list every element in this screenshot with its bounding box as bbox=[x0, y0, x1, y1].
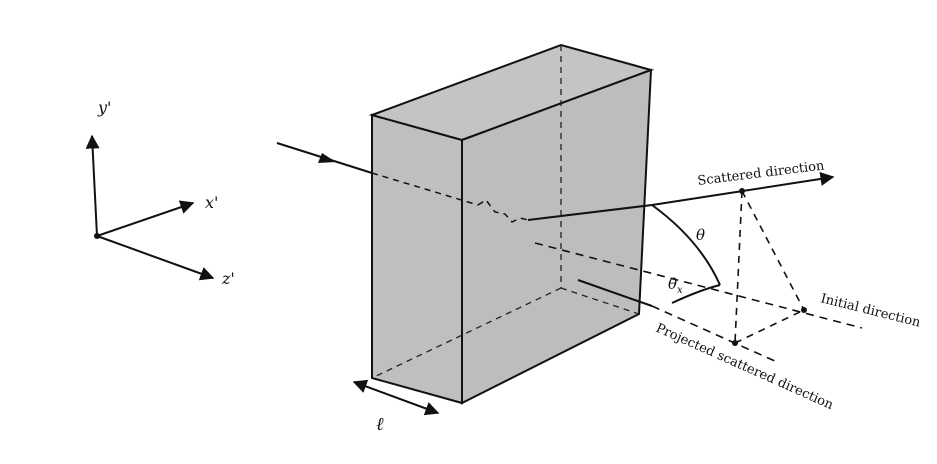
y-axis-label: y' bbox=[97, 98, 111, 117]
internal-path bbox=[371, 172, 529, 223]
slab-hidden-edges bbox=[371, 45, 640, 379]
incident-arrow-icon bbox=[318, 153, 336, 163]
thickness-label: ℓ bbox=[376, 414, 384, 435]
slab-front-face bbox=[371, 113, 463, 405]
scattered-direction-line bbox=[527, 204, 653, 221]
axes-origin bbox=[94, 233, 100, 239]
z-axis bbox=[96, 235, 215, 281]
y-axis bbox=[85, 134, 100, 237]
x-axis-label: x' bbox=[205, 193, 218, 212]
projected-direction-label: Projected scattered direction bbox=[653, 321, 836, 413]
initial-direction-line bbox=[534, 242, 863, 329]
projected-direction-dashed bbox=[651, 305, 778, 363]
theta-label: θ bbox=[696, 226, 705, 244]
scattered-direction-label: Scattered direction bbox=[697, 158, 826, 189]
theta-x-label: θx bbox=[668, 275, 683, 296]
coordinate-axes bbox=[85, 134, 215, 281]
projected-direction-line bbox=[577, 279, 653, 307]
z-axis-label: z' bbox=[221, 269, 235, 288]
x-axis bbox=[96, 200, 195, 237]
thickness-arrow bbox=[352, 379, 440, 416]
projection-lines bbox=[734, 190, 805, 344]
slab bbox=[368, 43, 655, 405]
theta-x-arc bbox=[671, 284, 721, 304]
initial-direction-label: Initial direction bbox=[819, 291, 923, 330]
theta-arc bbox=[651, 204, 721, 286]
